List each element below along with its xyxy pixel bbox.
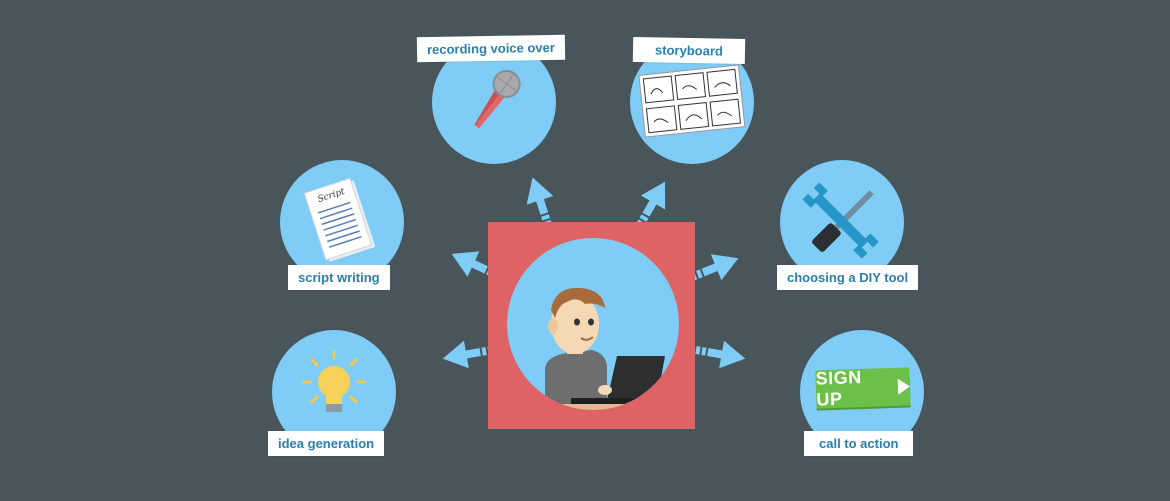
voice-over-label: recording voice over [416, 34, 566, 63]
arrow-to-idea [440, 336, 495, 373]
idea-generation-label: idea generation [268, 431, 385, 456]
diy-tool-label: choosing a DIY tool [777, 265, 919, 290]
sign-up-button-text: SIGN UP [815, 367, 862, 410]
storyboard-sheet-icon [638, 64, 746, 138]
arrow-to-voice-over [519, 173, 562, 230]
call-to-action-label: call to action [804, 431, 914, 456]
lightbulb-icon [302, 350, 366, 412]
sign-up-button[interactable]: SIGN UP [815, 367, 911, 410]
play-arrow-icon [897, 378, 911, 395]
arrow-to-call-to-action [693, 336, 748, 373]
storyboard-label: storyboard [632, 37, 746, 64]
script-paper-icon: Script [303, 177, 376, 262]
center-circle [507, 238, 679, 410]
person-at-laptop-illustration [507, 287, 679, 410]
microphone-icon [474, 69, 521, 129]
arrow-to-diy-tool [686, 245, 744, 290]
script-writing-label: script writing [288, 265, 390, 290]
wrench-and-screwdriver-icon [802, 182, 879, 259]
